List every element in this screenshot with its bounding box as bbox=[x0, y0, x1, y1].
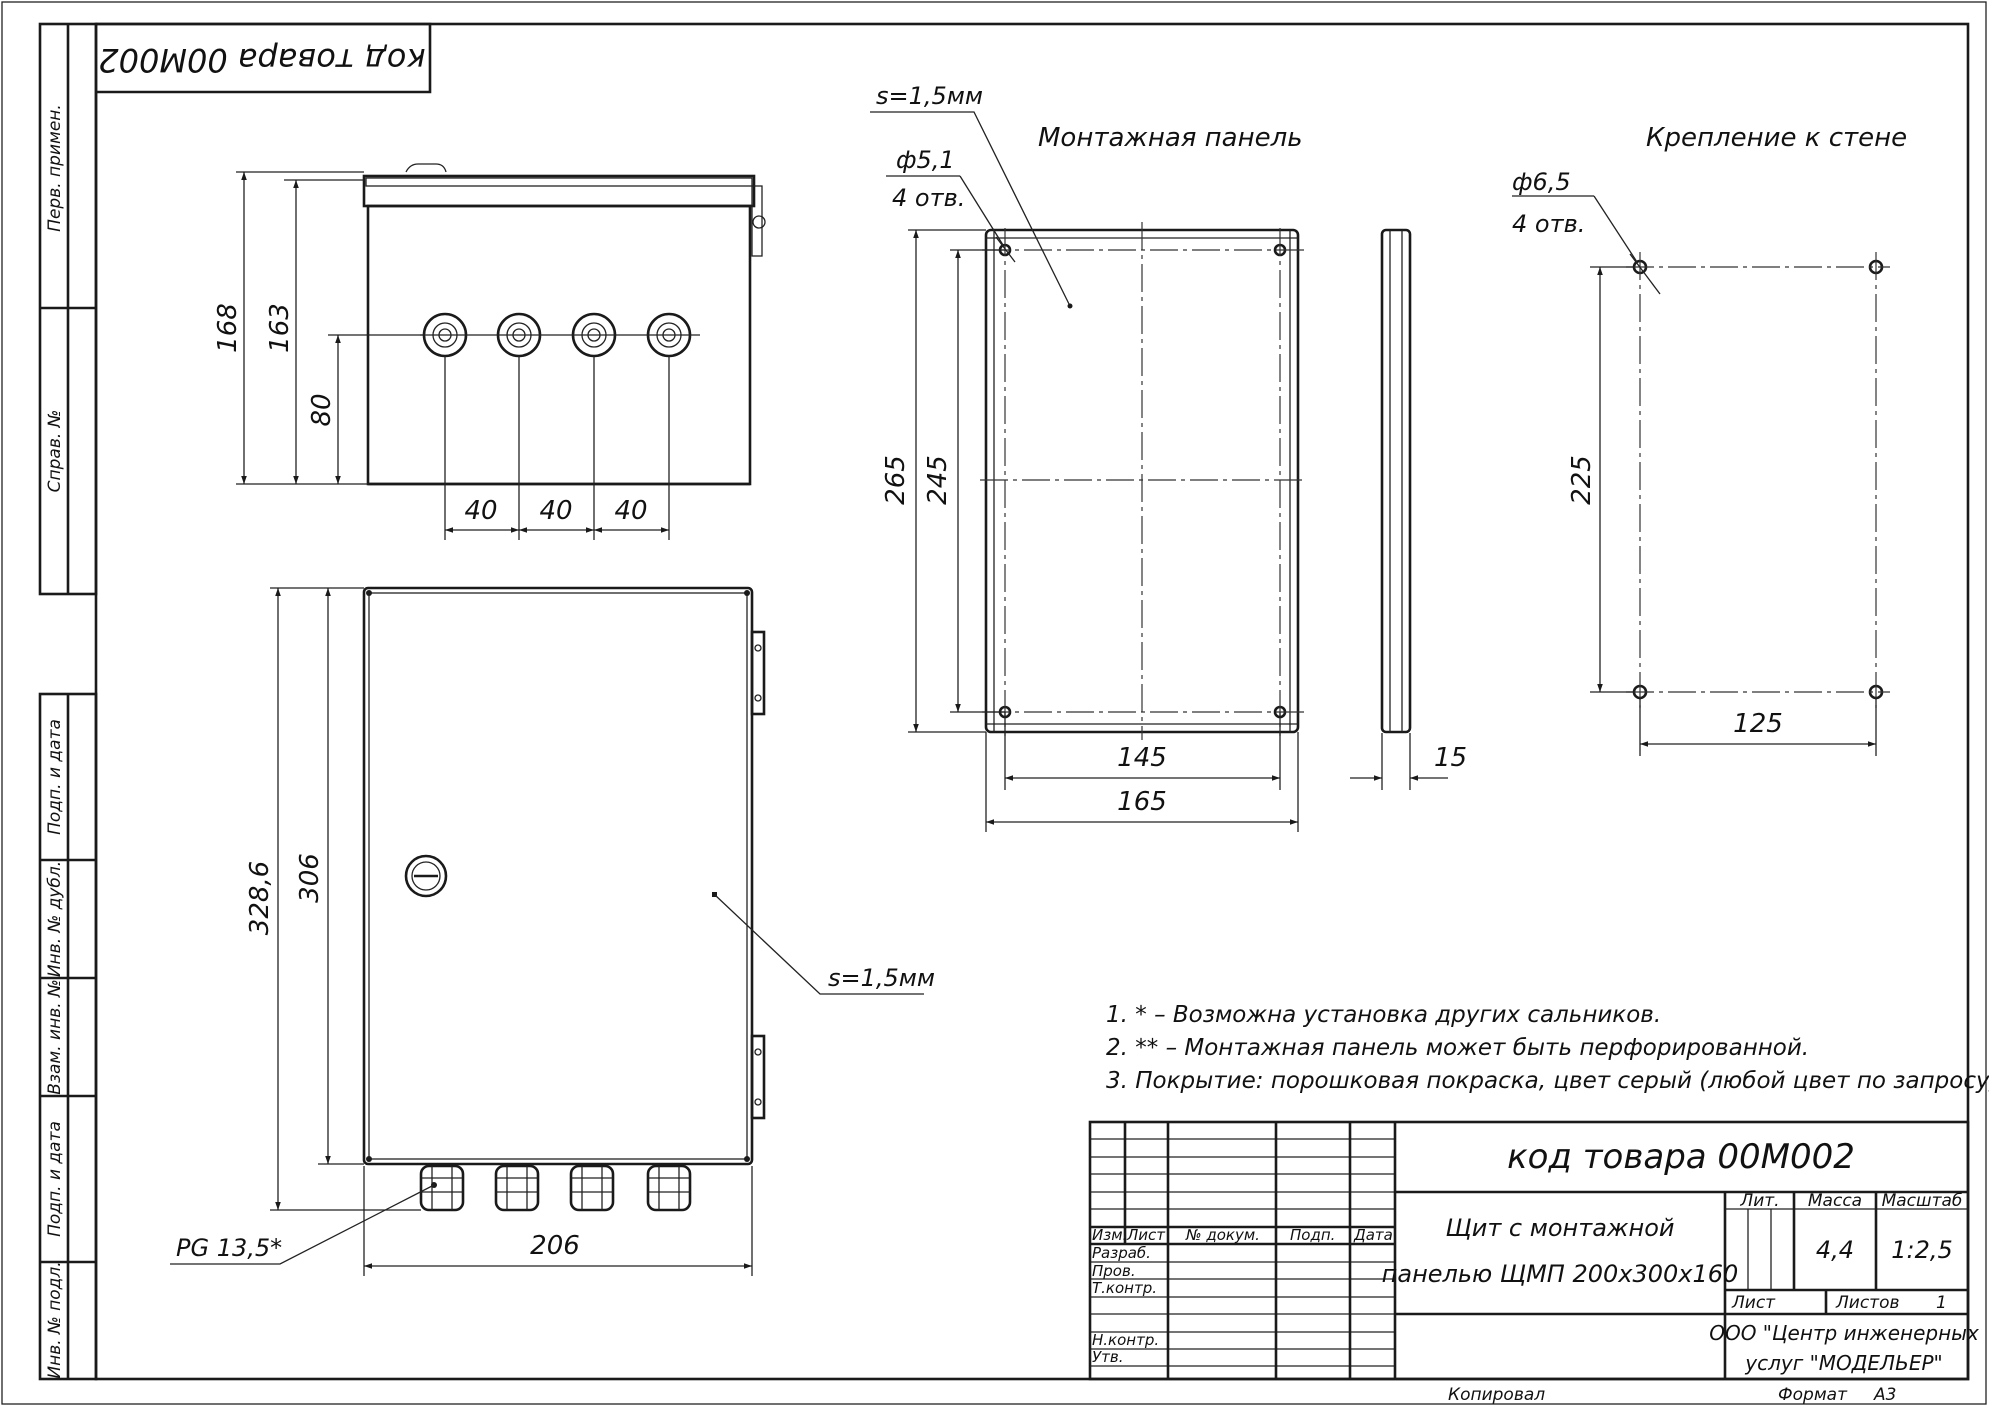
cable-gland bbox=[419, 1164, 465, 1212]
top-view bbox=[362, 586, 766, 1212]
col-podp: Подп. bbox=[1290, 1226, 1335, 1244]
top-view-dimensions: 328,6 306 206 s=1,5мм PG 13,5* bbox=[170, 587, 935, 1276]
note-line: 2. ** – Монтажная панель может быть перф… bbox=[1106, 1035, 1809, 1061]
massa-label: Масса bbox=[1808, 1191, 1862, 1211]
wall-hole-dia: ф6,5 bbox=[1512, 168, 1571, 196]
massa-value: 4,4 bbox=[1816, 1236, 1854, 1264]
gland-label: PG 13,5* bbox=[176, 1234, 282, 1262]
title-block-name-2: панелью ЩМП 200х300х160 bbox=[1382, 1260, 1739, 1288]
hinge bbox=[750, 1034, 766, 1120]
panel-hole-dia: ф5,1 bbox=[896, 146, 955, 174]
masshtab-label: Масштаб bbox=[1882, 1191, 1963, 1211]
spacing-40-b: 40 bbox=[539, 496, 572, 526]
panel-thickness-label: s=1,5мм bbox=[876, 82, 983, 110]
row-prov: Пров. bbox=[1092, 1262, 1136, 1280]
top-view-thickness-label: s=1,5мм bbox=[828, 964, 935, 992]
side-label-podp-data-2: Подп. и дата bbox=[45, 1121, 65, 1237]
title-block-name-1: Щит с монтажной bbox=[1445, 1214, 1674, 1242]
side-label-inv-dubl: Инв. № дубл. bbox=[45, 861, 65, 977]
side-label-vzam-inv: Взам. инв. № bbox=[45, 979, 65, 1094]
top-stamp-code: код товара 00М002 bbox=[98, 41, 425, 79]
row-nkontr: Н.контр. bbox=[1092, 1331, 1159, 1349]
wall-mount: Крепление к стене bbox=[1626, 123, 1907, 708]
spacing-40-a: 40 bbox=[464, 496, 497, 526]
listov-value: 1 bbox=[1936, 1293, 1947, 1313]
wall-mount-dimensions: 225 125 ф6,5 4 отв. bbox=[1512, 168, 1877, 756]
org-line-1: ООО "Центр инженерных bbox=[1709, 1321, 1979, 1345]
mounting-panel-side: 15 bbox=[1350, 228, 1467, 790]
dim-15: 15 bbox=[1434, 743, 1467, 773]
hinge bbox=[750, 630, 766, 716]
org-line-2: услуг "МОДЕЛЬЕР" bbox=[1744, 1351, 1942, 1375]
dim-245: 245 bbox=[923, 455, 953, 505]
dim-225: 225 bbox=[1567, 455, 1597, 505]
side-label-perv-primen: Перв. примен. bbox=[45, 104, 65, 232]
left-side-columns: Перв. примен. Справ. № Подп. и дата Инв.… bbox=[38, 22, 98, 1381]
col-izm: Изм. bbox=[1092, 1226, 1127, 1244]
row-razrab: Разраб. bbox=[1092, 1244, 1151, 1262]
mounting-panel: Монтажная панель bbox=[980, 123, 1304, 740]
lit-label: Лит. bbox=[1739, 1191, 1779, 1211]
wall-hole-count: 4 отв. bbox=[1512, 210, 1585, 238]
row-tkontr: Т.контр. bbox=[1092, 1279, 1157, 1297]
col-data: Дата bbox=[1353, 1226, 1393, 1244]
cable-gland bbox=[646, 1164, 692, 1212]
dim-125: 125 bbox=[1733, 709, 1783, 739]
dim-206: 206 bbox=[530, 1231, 580, 1261]
listov-label: Листов bbox=[1835, 1293, 1900, 1313]
front-view bbox=[362, 163, 766, 486]
mounting-panel-dimensions: 265 245 145 165 s=1,5мм ф5,1 4 отв. bbox=[870, 82, 1299, 832]
spacing-40-c: 40 bbox=[614, 496, 647, 526]
side-label-sprav-no: Справ. № bbox=[45, 410, 65, 493]
front-view-dimensions: 168 163 80 40 40 40 bbox=[213, 171, 670, 540]
dim-306: 306 bbox=[295, 853, 325, 903]
col-list: Лист bbox=[1126, 1226, 1166, 1244]
masshtab-value: 1:2,5 bbox=[1891, 1236, 1953, 1264]
list-label: Лист bbox=[1731, 1293, 1776, 1313]
col-doc: № докум. bbox=[1185, 1226, 1260, 1244]
format-label: Формат bbox=[1778, 1385, 1848, 1405]
title-block: код товара 00М002 Щит с монтажной панель… bbox=[1088, 1120, 1979, 1405]
dim-80: 80 bbox=[307, 393, 337, 426]
dim-265: 265 bbox=[881, 455, 911, 505]
note-line: 1. * – Возможна установка других сальник… bbox=[1106, 1002, 1661, 1028]
format-value: А3 bbox=[1873, 1385, 1896, 1405]
dim-168: 168 bbox=[213, 303, 243, 353]
mounting-panel-title: Монтажная панель bbox=[1038, 123, 1303, 153]
panel-hole-count: 4 отв. bbox=[892, 184, 965, 212]
dim-165: 165 bbox=[1117, 787, 1167, 817]
door-lock bbox=[404, 854, 448, 898]
side-label-podp-data-1: Подп. и дата bbox=[45, 719, 65, 835]
note-line: 3. Покрытие: порошковая покраска, цвет с… bbox=[1106, 1068, 1989, 1094]
technical-notes: 1. * – Возможна установка других сальник… bbox=[1106, 1002, 1989, 1094]
cable-gland bbox=[494, 1164, 540, 1212]
kopiroval-label: Копировал bbox=[1448, 1385, 1545, 1405]
dim-145: 145 bbox=[1117, 743, 1167, 773]
top-stamp: код товара 00М002 bbox=[96, 22, 432, 94]
wall-mount-title: Крепление к стене bbox=[1646, 123, 1907, 153]
row-utv: Утв. bbox=[1092, 1348, 1124, 1366]
cable-glands-bottom bbox=[419, 1164, 692, 1212]
title-block-code: код товара 00М002 bbox=[1507, 1137, 1855, 1177]
dim-163: 163 bbox=[265, 303, 295, 353]
dim-328-6: 328,6 bbox=[245, 861, 275, 935]
side-label-inv-podl: Инв. № подл. bbox=[45, 1261, 65, 1378]
cable-gland bbox=[569, 1164, 615, 1212]
